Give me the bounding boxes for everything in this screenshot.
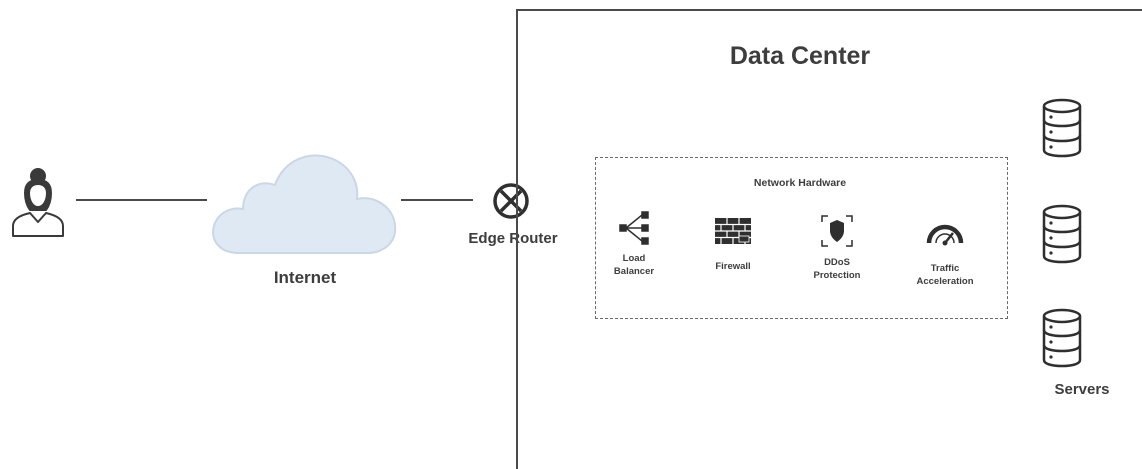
- server-1: [1041, 98, 1083, 163]
- server-3: [1041, 308, 1083, 373]
- traffic-acceleration: Traffic Acceleration: [900, 222, 990, 288]
- load-balancer-label: Load Balancer: [613, 253, 655, 277]
- firewall: Firewall: [688, 218, 778, 273]
- user-node: [8, 166, 72, 243]
- firewall-icon: [715, 218, 751, 244]
- server-2: [1041, 204, 1083, 269]
- internet-router-link: [401, 199, 473, 201]
- data-center-boundary: [516, 9, 1142, 469]
- firewall-label: Firewall: [715, 261, 751, 272]
- speedometer-icon: [926, 224, 964, 246]
- database-icon: [1042, 308, 1082, 368]
- ddos-protection: DDoS Protection: [792, 214, 882, 282]
- internet-node: [205, 145, 405, 265]
- ddos-protection-label: DDoS Protection: [813, 257, 861, 281]
- load-balancer: Load Balancer: [589, 210, 679, 278]
- data-center-title: Data Center: [729, 42, 871, 70]
- user-icon: [12, 168, 64, 237]
- cloud-icon: [212, 154, 397, 254]
- traffic-acceleration-label: Traffic Acceleration: [916, 263, 974, 287]
- user-internet-link: [76, 199, 207, 201]
- edge-router-node: [492, 182, 530, 225]
- edge-router-label: Edge Router: [468, 230, 558, 247]
- load-balancer-icon: [619, 211, 649, 245]
- servers-label: Servers: [1054, 381, 1110, 398]
- database-icon: [1042, 204, 1082, 264]
- shield-icon: [821, 215, 853, 247]
- network-hardware-title: Network Hardware: [753, 177, 847, 189]
- router-icon: [493, 183, 529, 219]
- network-hardware-group: [595, 157, 1008, 319]
- internet-label: Internet: [273, 268, 337, 287]
- database-icon: [1042, 98, 1082, 158]
